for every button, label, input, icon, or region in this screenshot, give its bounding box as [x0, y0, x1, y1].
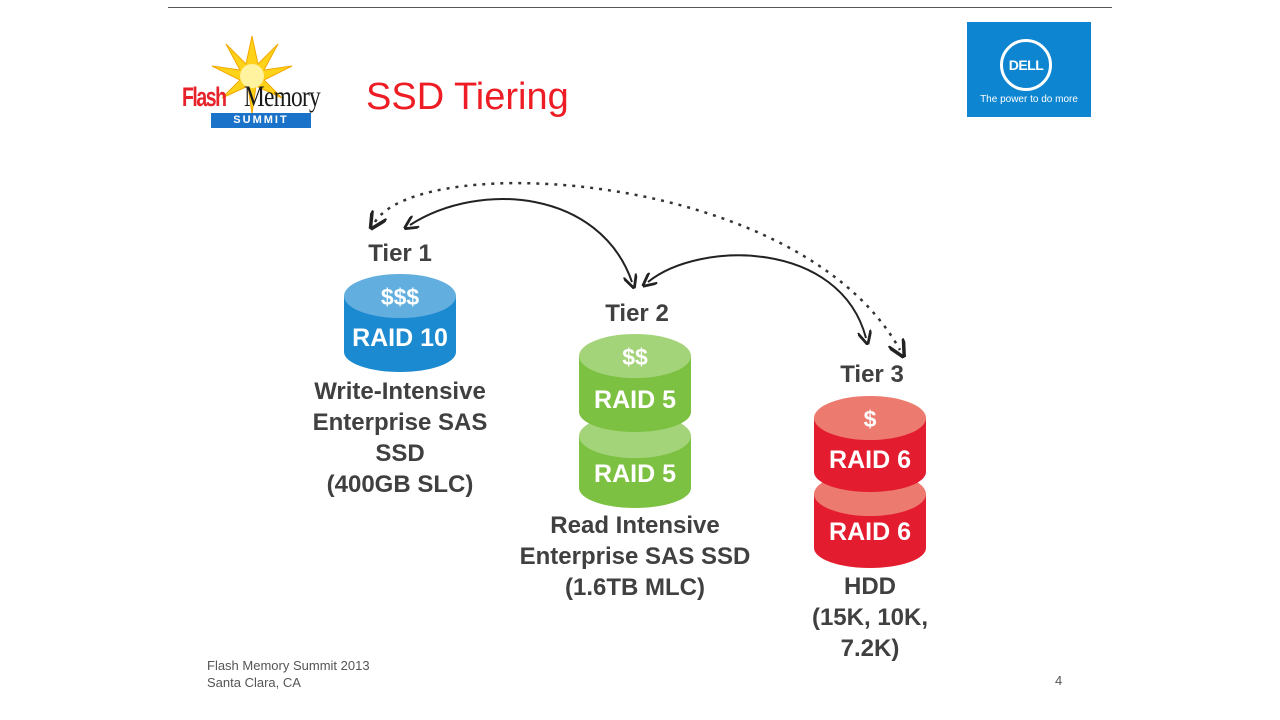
tier3-description: HDD (15K, 10K, 7.2K) — [811, 573, 929, 662]
tier3-raid-top: RAID 6 — [829, 446, 911, 474]
dell-wordmark: DELL — [1008, 57, 1044, 73]
top-rule — [168, 7, 1112, 8]
tier2-raid-top: RAID 5 — [594, 386, 676, 414]
flash-memory-summit-logo: Flash Memory SUMMIT — [180, 36, 345, 131]
fms-flash-text: Flash — [182, 82, 227, 112]
fms-memory-text: Memory — [244, 80, 321, 113]
dell-circle: DELL — [1000, 39, 1052, 91]
slide-title: SSD Tiering — [366, 76, 569, 118]
tier2-disk-top — [579, 334, 691, 432]
tier2-cost: $$ — [622, 344, 648, 370]
footer-location: Santa Clara, CA — [207, 675, 301, 690]
arrow-tier2-tier3 — [648, 254, 866, 338]
tier3-disk-top — [814, 396, 926, 492]
footer: Flash Memory Summit 2013 Santa Clara, CA — [207, 657, 370, 691]
arrow-tier1-tier2 — [410, 198, 632, 282]
tier1-cost: $$$ — [380, 284, 420, 310]
tier1-label: Tier 1 — [368, 240, 432, 267]
dell-logo: DELL The power to do more — [967, 22, 1091, 117]
tier3-raid-bottom: RAID 6 — [829, 518, 911, 546]
tier1-disk — [344, 274, 456, 372]
tier3-label: Tier 3 — [840, 361, 904, 388]
fms-summit-text: SUMMIT — [211, 113, 311, 128]
tier2-description: Read Intensive Enterprise SAS SSD (1.6TB… — [519, 512, 751, 601]
tier1-raid: RAID 10 — [352, 324, 448, 352]
tier3-cost: $ — [863, 406, 877, 432]
tier2-label: Tier 2 — [605, 300, 669, 327]
tier1-description: Write-Intensive Enterprise SAS SSD (400G… — [312, 378, 488, 498]
dell-tagline: The power to do more — [980, 94, 1078, 105]
footer-event: Flash Memory Summit 2013 — [207, 658, 370, 673]
dotted-arrow-tier1-tier3 — [375, 181, 900, 350]
tier2-raid-bottom: RAID 5 — [594, 460, 676, 488]
page-number: 4 — [1055, 673, 1063, 688]
